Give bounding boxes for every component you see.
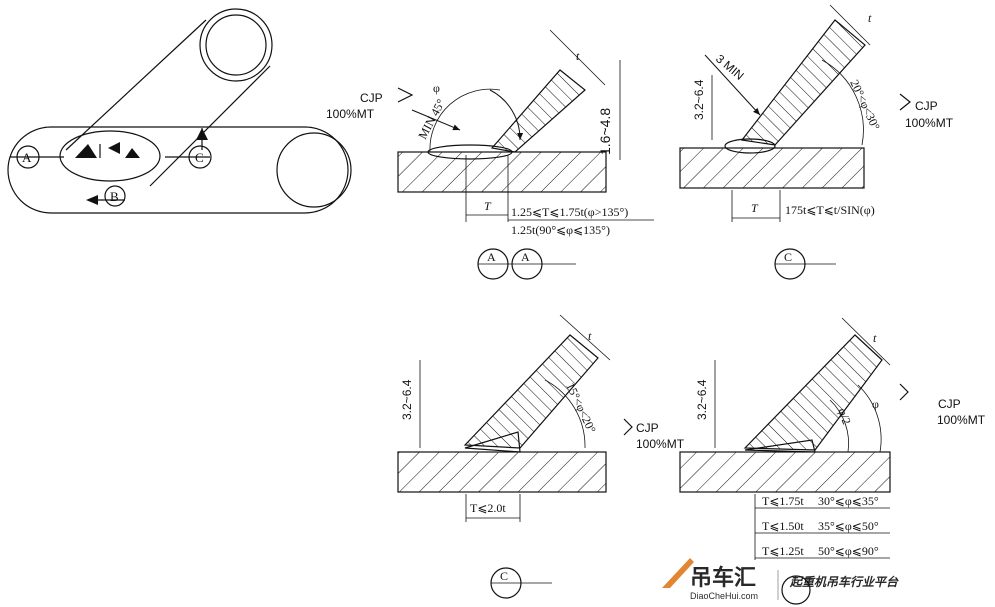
detail-c1-min3: 3 MIN: [713, 52, 747, 83]
detail-d-mt: 100%MT: [937, 413, 986, 427]
detail-d-row-3-T: T⩽1.25t: [762, 544, 804, 558]
detail-c2-gap: 3.2~6.4: [400, 379, 414, 420]
detail-a-branch: [490, 69, 586, 153]
detail-c2-plate: [397, 451, 607, 493]
detail-c1-mt: 100%MT: [905, 116, 954, 130]
detail-c2-callout-label: C: [500, 569, 508, 583]
detail-a-range2: 1.25t(90°⩽φ⩽135°): [511, 223, 610, 237]
watermark-slogan: 起重机吊车行业平台: [789, 575, 899, 589]
detail-d-row: T⩽1.25t 50°⩽φ⩽90°: [762, 544, 879, 558]
detail-c2: 3.2~6.4 t 15°<φ<20° CJP 100%MT T⩽2.0t C: [397, 314, 685, 599]
detail-d: 3.2~6.4 t φ/2 φ CJP 100%MT T⩽1.75t 30°⩽φ…: [679, 317, 986, 605]
detail-c1-angle: 20°<φ<30°: [847, 77, 883, 132]
callout-b-label: B: [110, 189, 119, 204]
watermark-site: DiaoCheHui.com: [690, 591, 758, 601]
intersection-ellipse: [59, 130, 161, 182]
detail-a-mt: 100%MT: [326, 107, 375, 121]
callout-c: [188, 145, 212, 169]
watermark-brand: 吊车汇: [690, 565, 756, 590]
detail-d-row-2-T: T⩽1.50t: [762, 519, 804, 533]
detail-a-plate: [397, 151, 607, 193]
detail-c1-callout-label: C: [784, 250, 792, 264]
detail-c1-t: t: [868, 11, 872, 25]
callout-a: [16, 145, 40, 169]
detail-c1-branch: [740, 19, 866, 146]
detail-d-t: t: [873, 331, 877, 345]
detail-a-t: t: [576, 49, 580, 63]
branch-tube: [65, 19, 271, 187]
detail-c2-cjp: CJP: [636, 421, 659, 435]
detail-d-row: T⩽1.50t 35°⩽φ⩽50°: [762, 519, 879, 533]
detail-c1-gap: 3.2~6.4: [692, 79, 706, 120]
detail-d-cjp: CJP: [938, 397, 961, 411]
detail-a-cjp: CJP: [360, 91, 383, 105]
callout-c-label: C: [195, 150, 204, 165]
detail-a-callout-label: A: [487, 250, 496, 264]
detail-d-phi2: φ/2: [835, 406, 854, 426]
detail-a-phi: φ: [433, 81, 440, 95]
detail-d-phi: φ: [872, 397, 879, 411]
detail-c1-T: T: [751, 201, 759, 215]
branch-end: [199, 8, 273, 82]
chord-tube: [7, 126, 349, 214]
detail-d-callout: [781, 575, 811, 605]
detail-c1-cjp: CJP: [915, 99, 938, 113]
detail-d-row-3-phi: 50°⩽φ⩽90°: [818, 544, 879, 558]
detail-d-branch: [743, 334, 883, 451]
detail-d-gap: 3.2~6.4: [695, 379, 709, 420]
detail-a-T: T: [484, 199, 492, 213]
detail-c2-t: t: [588, 329, 592, 343]
detail-d-row-1-T: T⩽1.75t: [762, 494, 804, 508]
detail-c2-mt: 100%MT: [636, 437, 685, 451]
detail-c1-range: 175t⩽T⩽t/SIN(φ): [785, 203, 875, 217]
detail-d-row: T⩽1.75t 30°⩽φ⩽35°: [762, 494, 879, 508]
detail-d-row-1-phi: 30°⩽φ⩽35°: [818, 494, 879, 508]
detail-c2-range: T⩽2.0t: [470, 501, 506, 515]
callout-b: [104, 185, 126, 207]
callout-a-label: A: [22, 150, 32, 165]
detail-a-range1: 1.25⩽T⩽1.75t(φ>135°): [511, 205, 628, 219]
detail-a-gap: 1.6~4.8: [597, 108, 613, 155]
detail-c1-plate: [679, 147, 865, 189]
detail-c1: 3 MIN 3.2~6.4 t 20°<φ<30° CJP 100%MT T 1…: [679, 4, 954, 280]
detail-c2-angle: 15°<φ<20°: [563, 380, 599, 435]
detail-c2-branch: [463, 334, 599, 449]
detail-a-callout-label-2: A: [521, 250, 530, 264]
chord-end: [276, 132, 352, 208]
detail-a: φ MIN 45° CJP 100%MT t 1.6~4.8 T 1.25⩽T⩽…: [326, 29, 654, 280]
detail-d-row-2-phi: 35°⩽φ⩽50°: [818, 519, 879, 533]
detail-d-plate: [679, 451, 891, 493]
overview-tube-joint: A C B: [7, 8, 352, 214]
crane-logo-icon: [662, 558, 694, 588]
watermark: 吊车汇 DiaoCheHui.com 起重机吊车行业平台: [662, 558, 899, 601]
